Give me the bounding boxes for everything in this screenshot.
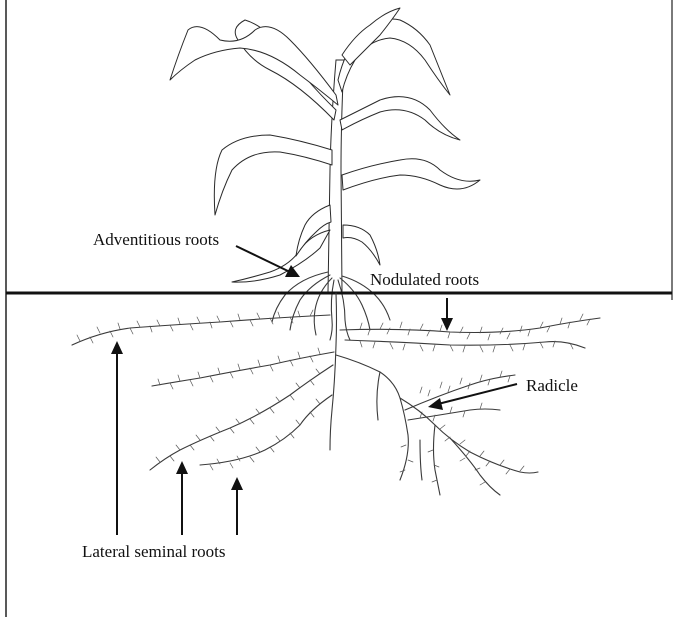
label-nodulated-roots: Nodulated roots [370,270,479,289]
maize-plant [170,8,480,292]
right-horizontal-root [340,314,600,352]
primary-root [330,293,337,450]
arrow-lateral-right [231,477,243,535]
lateral-seminal-roots [150,348,334,470]
leaf [214,135,332,215]
arrow-radicle [428,384,517,410]
radicle-branches [336,355,538,495]
left-horizontal-root [72,310,330,345]
leaf [232,230,330,282]
label-lateral-seminal-roots: Lateral seminal roots [82,542,226,561]
arrow-lateral-mid [176,461,188,535]
arrow-lateral-left [111,341,123,535]
leaf [340,97,460,140]
label-adventitious-roots: Adventitious roots [93,230,219,249]
leaf [343,225,380,265]
label-radicle: Radicle [526,376,578,395]
leaf [342,159,480,190]
arrow-nodulated [441,298,453,331]
